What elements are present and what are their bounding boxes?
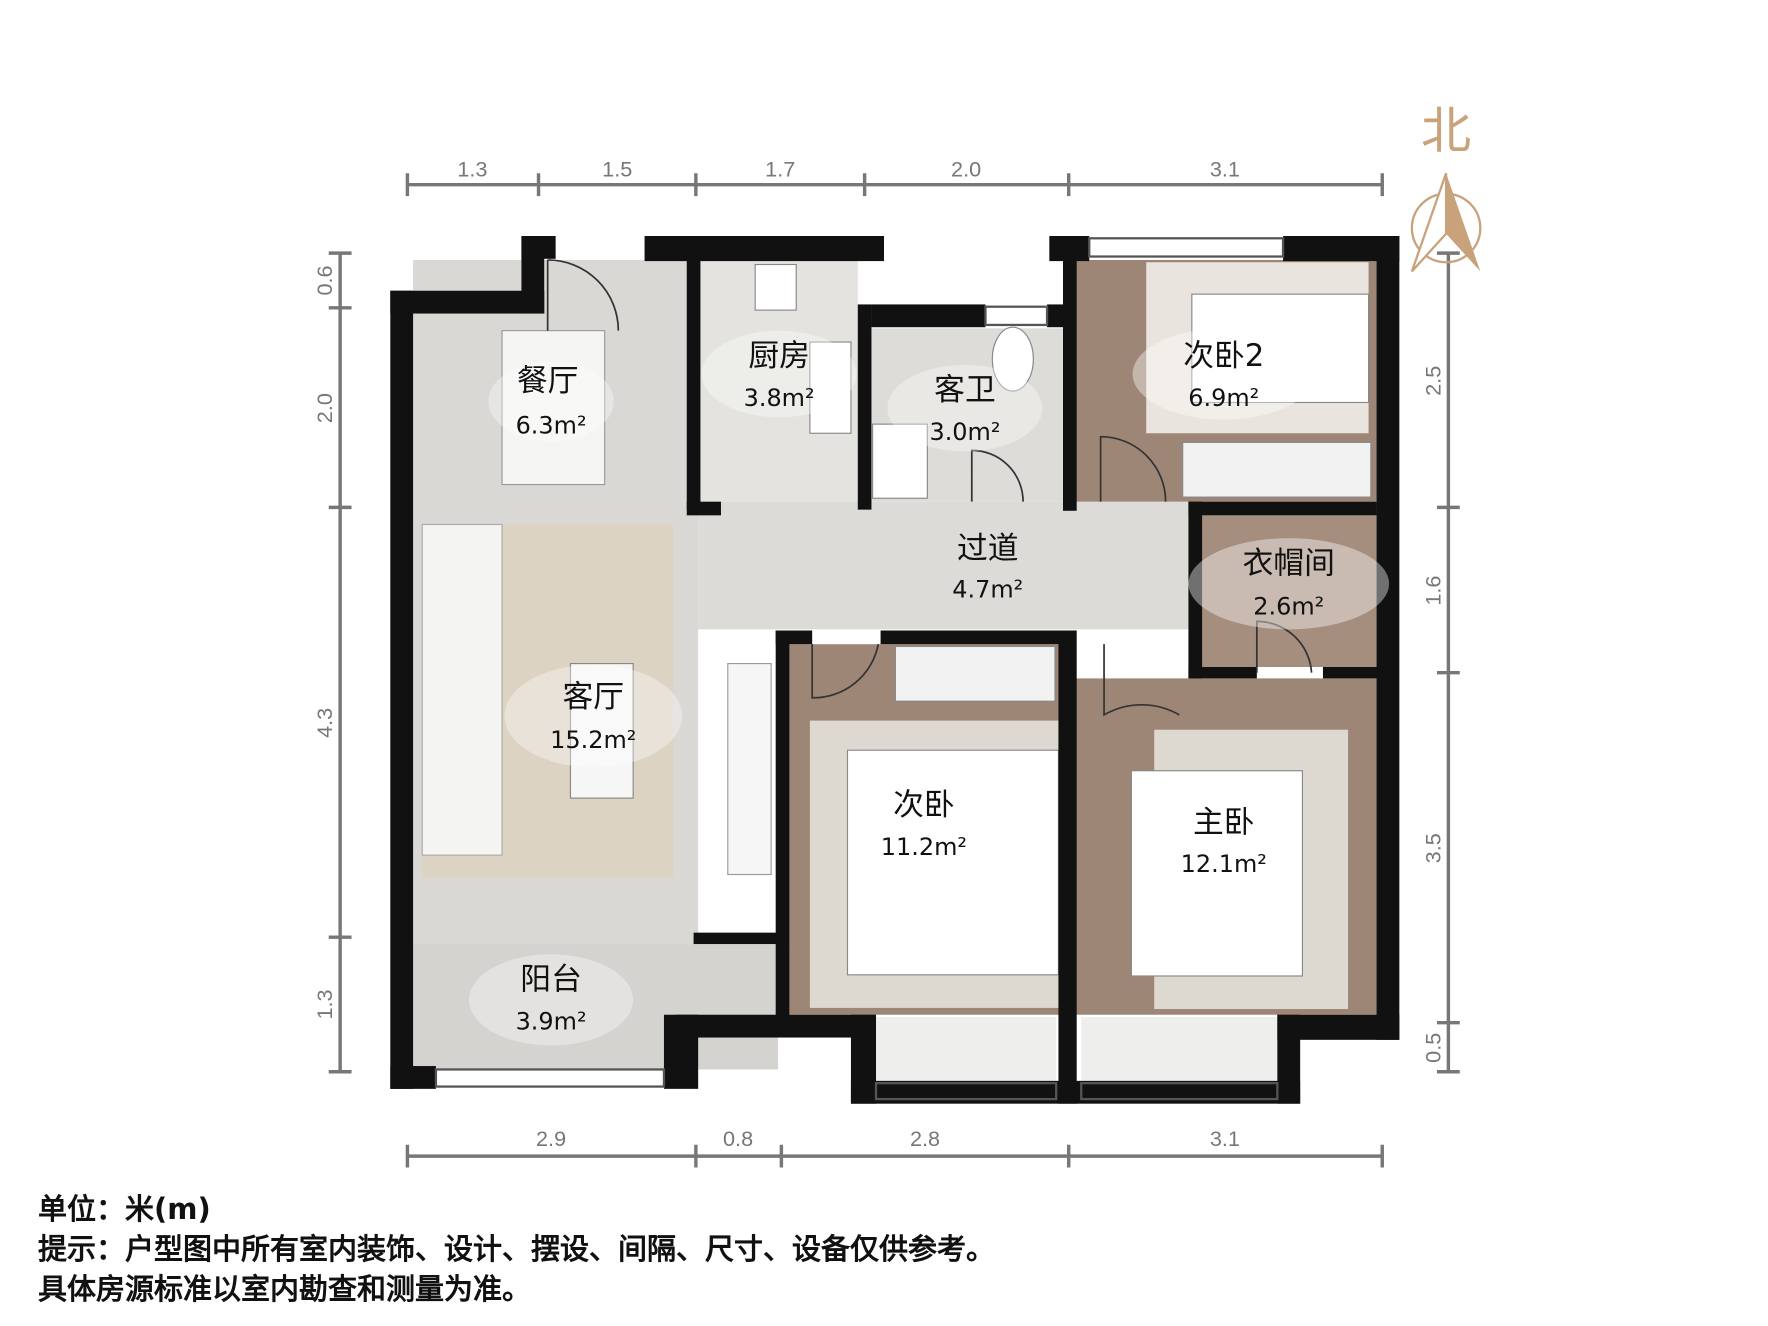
dim-bottom-2: 0.8	[723, 1126, 753, 1151]
north-arrow-fill	[1446, 173, 1481, 272]
dim-right-2: 1.6	[1420, 576, 1445, 606]
dim-top-4: 2.0	[951, 157, 981, 182]
floors	[413, 259, 1377, 1086]
dim-right-3: 3.5	[1420, 833, 1445, 863]
room-area-hallway: 4.7m²	[952, 575, 1023, 603]
dim-bottom-1: 2.9	[536, 1126, 566, 1151]
dimension-lines	[328, 173, 1460, 1168]
room-name-balcony: 阳台	[520, 962, 582, 998]
room-labels: 餐厅 6.3m² 厨房 3.8m² 客卫 3.0m² 次卧2 6.9m² 过道 …	[468, 328, 1390, 1046]
room-area-second-bedroom: 11.2m²	[881, 833, 967, 861]
dim-left-2: 2.0	[312, 393, 337, 423]
dim-bottom-3: 2.8	[910, 1126, 940, 1151]
dim-bottom-4: 3.1	[1210, 1126, 1240, 1151]
room-name-bedroom2: 次卧2	[1183, 338, 1264, 374]
disclaimer-line-2: 具体房源标准以室内勘查和测量为准。	[38, 1272, 532, 1306]
dim-left-4: 1.3	[312, 989, 337, 1019]
dim-right-1: 2.5	[1420, 366, 1445, 396]
room-name-dining: 餐厅	[517, 363, 579, 399]
room-name-guest-bath: 客卫	[934, 372, 996, 408]
walls	[390, 236, 1400, 1104]
doors	[546, 259, 1313, 717]
room-name-second-bedroom: 次卧	[893, 787, 955, 823]
room-area-balcony: 3.9m²	[516, 1008, 587, 1036]
dimension-labels: 1.3 1.5 1.7 2.0 3.1 2.9 0.8 2.8 3.1 0.6 …	[312, 157, 1445, 1151]
north-label: 北	[1421, 101, 1471, 160]
dim-top-1: 1.3	[457, 157, 487, 182]
room-area-closet: 2.6m²	[1253, 593, 1324, 621]
dim-top-3: 1.7	[765, 157, 795, 182]
room-name-living: 客厅	[562, 679, 624, 715]
dim-top-5: 3.1	[1210, 157, 1240, 182]
room-area-bedroom2: 6.9m²	[1188, 384, 1259, 412]
room-area-kitchen: 3.8m²	[744, 384, 815, 412]
room-area-master: 12.1m²	[1181, 850, 1267, 878]
room-name-closet: 衣帽间	[1243, 545, 1335, 581]
dim-top-2: 1.5	[602, 157, 632, 182]
north-compass: 北	[1410, 101, 1482, 273]
windows	[434, 237, 1285, 1101]
dim-left-1: 0.6	[312, 265, 337, 295]
room-area-living: 15.2m²	[550, 726, 636, 754]
room-area-dining: 6.3m²	[516, 411, 587, 439]
room-name-master: 主卧	[1193, 804, 1255, 840]
disclaimer-line-1: 提示：户型图中所有室内装饰、设计、摆设、间隔、尺寸、设备仅供参考。	[38, 1232, 996, 1266]
unit-note: 单位：米(m)	[38, 1192, 211, 1226]
dim-left-3: 4.3	[312, 708, 337, 738]
room-name-kitchen: 厨房	[748, 338, 810, 374]
room-area-guest-bath: 3.0m²	[929, 418, 1000, 446]
room-name-hallway: 过道	[957, 531, 1019, 567]
dim-right-4: 0.5	[1420, 1033, 1445, 1063]
